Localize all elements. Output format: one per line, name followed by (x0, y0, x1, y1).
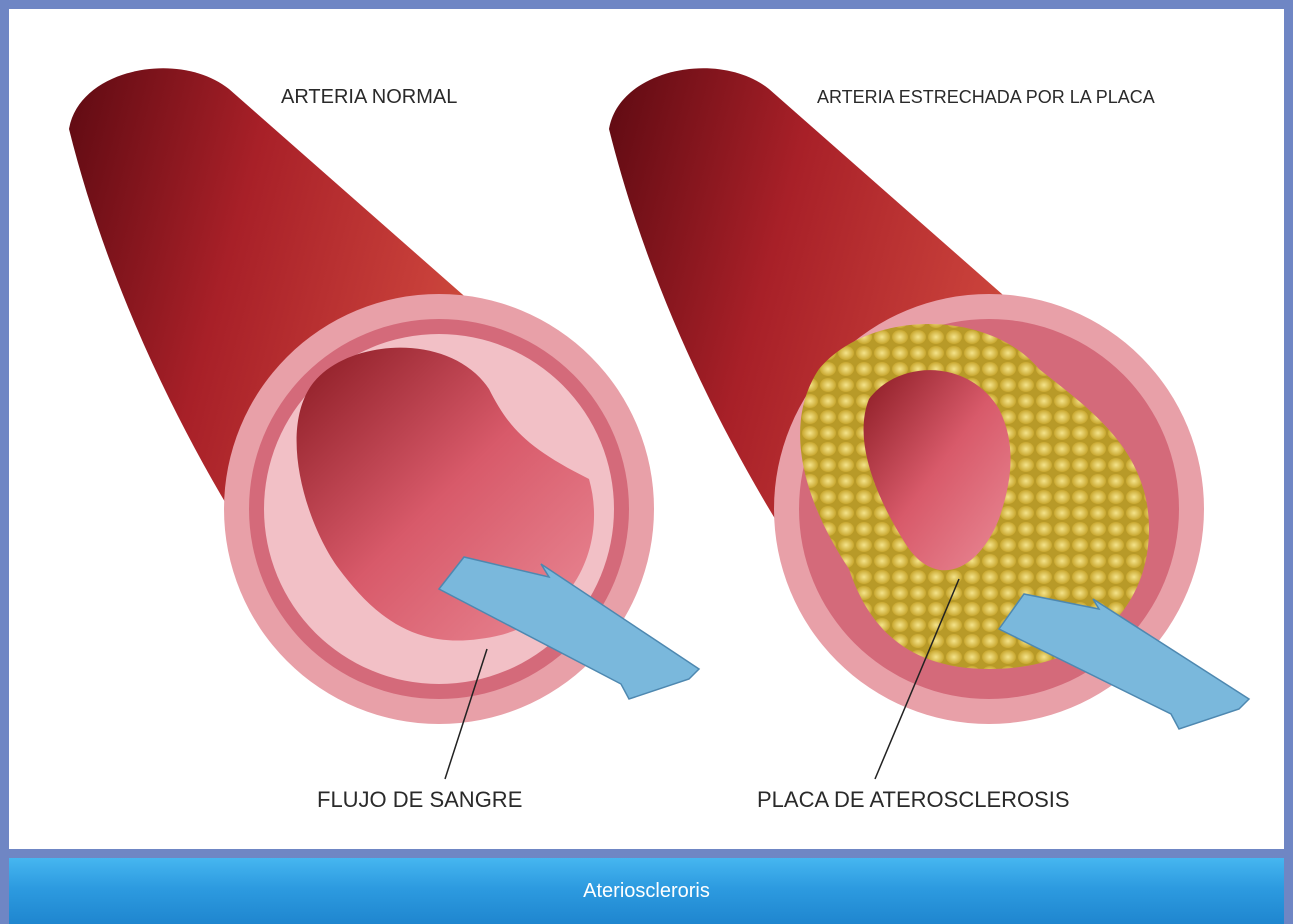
label-narrowed-artery: ARTERIA ESTRECHADA POR LA PLACA (817, 87, 1155, 107)
caption-text: Aterioscleroris (583, 880, 710, 903)
artery-illustration: ARTERIA NORMAL ARTERIA ESTRECHADA POR LA… (9, 9, 1284, 849)
label-normal-artery: ARTERIA NORMAL (281, 86, 457, 108)
caption-bar: Aterioscleroris (9, 858, 1284, 924)
label-plaque: PLACA DE ATEROSCLEROSIS (757, 787, 1070, 812)
normal-artery (69, 68, 699, 779)
illustration-panel: ARTERIA NORMAL ARTERIA ESTRECHADA POR LA… (9, 9, 1284, 849)
narrowed-artery (609, 68, 1249, 779)
label-blood-flow: FLUJO DE SANGRE (317, 787, 522, 812)
